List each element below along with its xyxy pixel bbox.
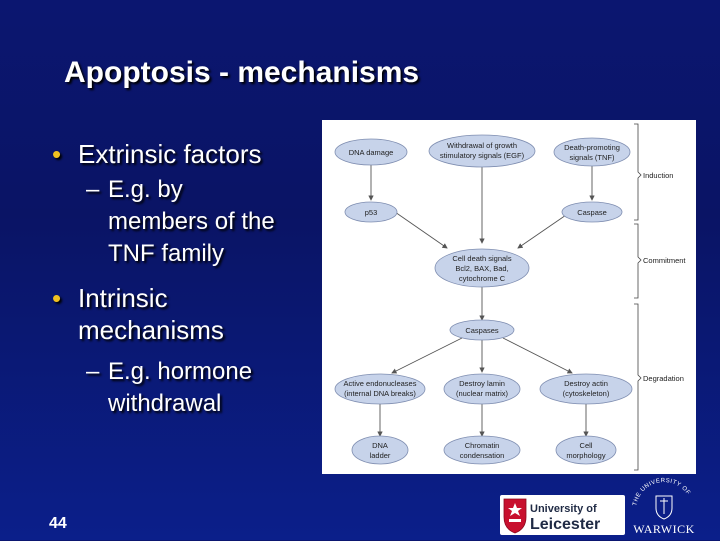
slide-title: Apoptosis - mechanisms xyxy=(64,56,420,89)
node-death-promoting xyxy=(553,137,631,167)
node-label: DNA damage xyxy=(349,148,394,157)
sub-bullet-marker: – xyxy=(86,176,100,203)
node-label: Chromatin xyxy=(465,441,500,450)
bracket-commitment xyxy=(634,223,642,299)
leicester-line2: Leicester xyxy=(530,516,600,533)
node-label: Active endonucleases xyxy=(344,379,417,388)
arrow xyxy=(502,337,573,374)
node-label: Cell xyxy=(580,441,593,450)
bullet-text: mechanisms xyxy=(78,315,224,345)
node-label: p53 xyxy=(365,208,378,217)
warwick-wordmark: WARWICK xyxy=(633,522,695,536)
node-label: DNA xyxy=(372,441,388,450)
warwick-arc-text: THE UNIVERSITY OF xyxy=(632,478,690,507)
bullet-marker: • xyxy=(52,139,62,169)
phase-label-degradation: Degradation xyxy=(643,374,684,383)
node-label: Destroy lamin xyxy=(459,379,505,388)
node-label: Death-promoting xyxy=(564,143,620,152)
leicester-line1: University of xyxy=(530,503,597,515)
node-caspase xyxy=(561,201,623,223)
apoptosis-flowchart: DNA damage Withdrawal of growth stimulat… xyxy=(334,123,686,471)
node-label: cytochrome C xyxy=(459,274,506,283)
node-dna-damage xyxy=(334,138,408,166)
node-label: (nuclear matrix) xyxy=(456,389,509,398)
leicester-logo: University of Leicester xyxy=(500,495,625,535)
bullet-intrinsic: • Intrinsic mechanisms xyxy=(52,282,322,346)
node-label: Caspase xyxy=(577,208,607,217)
node-destroy-lamin xyxy=(443,373,521,405)
node-label: stimulatory signals (EGF) xyxy=(440,151,525,160)
phase-label-induction: Induction xyxy=(643,171,673,180)
node-label: morphology xyxy=(566,451,605,460)
arrow xyxy=(394,211,448,249)
warwick-crest-icon: THE UNIVERSITY OF WARWICK xyxy=(632,478,695,536)
node-label: signals (TNF) xyxy=(569,153,615,162)
bracket-induction xyxy=(634,123,642,221)
sub-bullet-line: members of the xyxy=(108,208,275,235)
arrow xyxy=(517,212,570,249)
node-p53 xyxy=(344,201,398,223)
sub-bullet-marker: – xyxy=(86,358,100,385)
node-label: Cell death signals xyxy=(452,254,511,263)
bullet-text: Intrinsic xyxy=(78,283,168,313)
node-label: Destroy actin xyxy=(564,379,608,388)
apoptosis-diagram: DNA damage Withdrawal of growth stimulat… xyxy=(322,120,696,474)
slide-number: 44 xyxy=(49,515,67,532)
node-dna-ladder xyxy=(351,435,409,465)
sub-bullet-line: withdrawal xyxy=(108,390,222,417)
sub-bullet-line: E.g. hormone xyxy=(108,358,253,385)
node-caspases xyxy=(449,319,515,341)
bullet-extrinsic: • Extrinsic factors xyxy=(52,138,322,170)
sub-bullet-line: E.g. by xyxy=(108,176,183,203)
sub-bullet-line: TNF family xyxy=(108,240,224,267)
node-chromatin xyxy=(443,435,521,465)
bullet-list: • Extrinsic factors – E.g. by members of… xyxy=(52,138,322,420)
bullet-marker: • xyxy=(52,283,62,313)
node-label: (internal DNA breaks) xyxy=(344,389,416,398)
node-label: ladder xyxy=(370,451,391,460)
bracket-degradation xyxy=(634,303,642,471)
node-endonucleases xyxy=(334,373,426,405)
node-label: Bcl2, BAX, Bad, xyxy=(455,264,508,273)
warwick-logo: THE UNIVERSITY OF WARWICK xyxy=(626,474,702,536)
node-cell-death-signals xyxy=(434,248,530,288)
node-label: condensation xyxy=(460,451,505,460)
sub-bullet-tnf: – E.g. by members of the TNF family xyxy=(52,174,322,270)
sub-bullet-hormone: – E.g. hormone withdrawal xyxy=(52,356,322,420)
leicester-crest-icon: University of Leicester xyxy=(503,498,600,534)
node-destroy-actin xyxy=(539,373,633,405)
node-cell-morphology xyxy=(555,435,617,465)
node-withdrawal xyxy=(428,134,536,168)
phase-label-commitment: Commitment xyxy=(643,256,686,265)
svg-text:THE UNIVERSITY OF: THE UNIVERSITY OF xyxy=(632,478,691,507)
node-label: Caspases xyxy=(465,326,499,335)
node-label: Withdrawal of growth xyxy=(447,141,517,150)
arrow xyxy=(391,337,463,374)
node-label: (cytoskeleton) xyxy=(563,389,610,398)
bullet-text: Extrinsic factors xyxy=(78,139,262,169)
